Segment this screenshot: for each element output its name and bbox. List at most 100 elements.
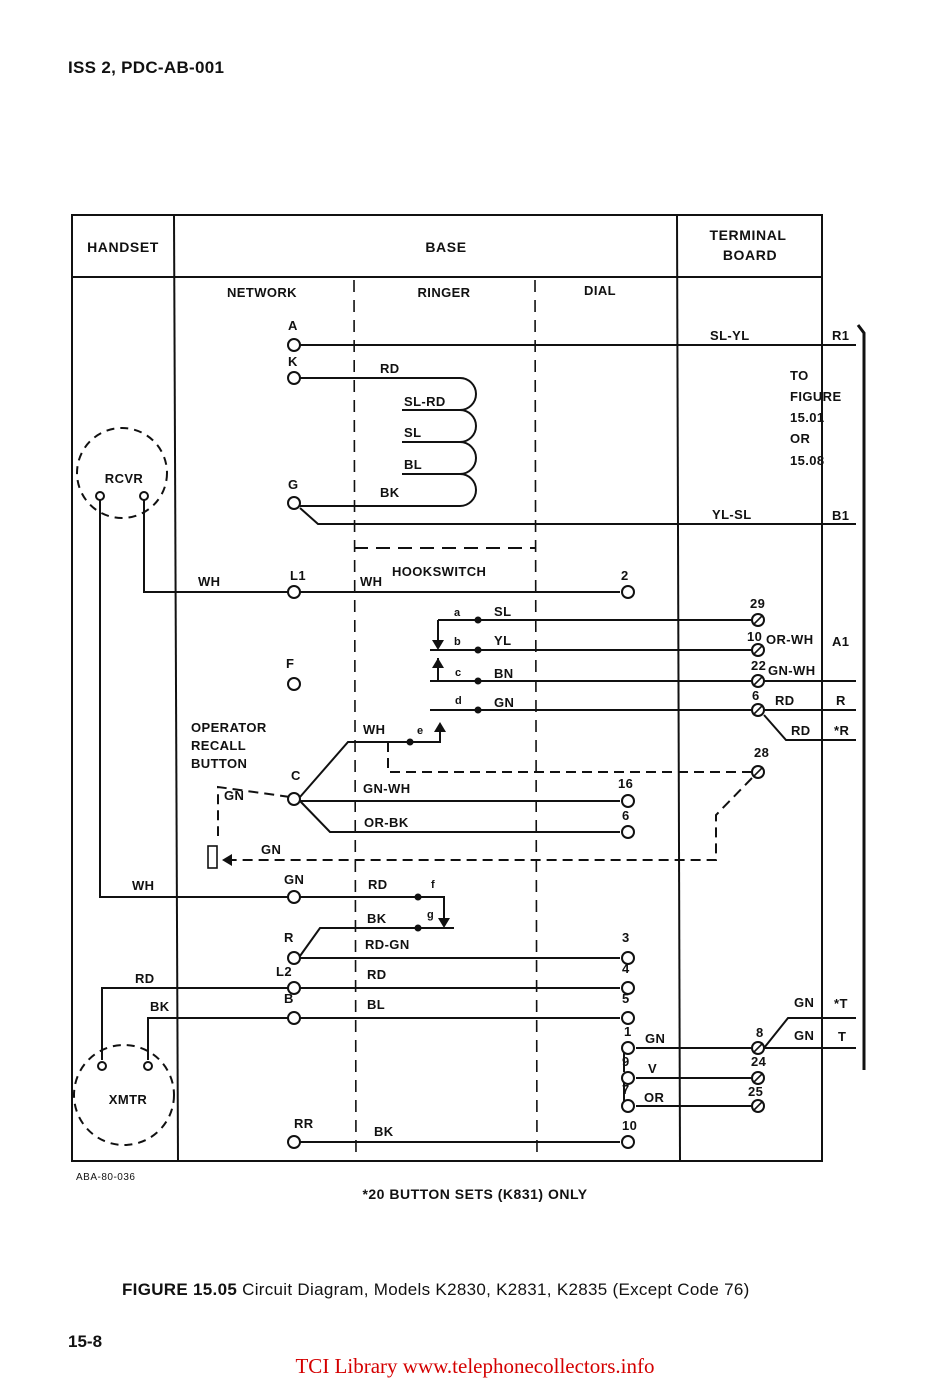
to-figure-2: FIGURE <box>790 389 842 404</box>
wire-gn-wh: GN-WH <box>363 781 411 796</box>
right-star-T: *T <box>834 996 848 1011</box>
contact-c: c <box>455 667 461 679</box>
section-terminal-1: TERMINAL <box>709 227 786 243</box>
figure-number: FIGURE 15.05 <box>122 1280 238 1299</box>
wire-rd-f: RD <box>368 877 388 892</box>
contact-f: f <box>431 879 435 891</box>
wire-bk-xmtr: BK <box>150 999 170 1014</box>
wire-bl-b: BL <box>367 997 385 1012</box>
wire-or-bk: OR-BK <box>364 815 409 830</box>
right-R1: R1 <box>832 328 849 343</box>
operator-label-1: OPERATOR <box>191 720 267 735</box>
section-network: NETWORK <box>227 285 297 300</box>
dial-16: 16 <box>618 776 633 791</box>
tb-8: 8 <box>756 1025 764 1040</box>
tb-wire-v: V <box>648 1061 657 1076</box>
dial-9: 9 <box>622 1054 630 1069</box>
right-B1: B1 <box>832 508 849 523</box>
tb-10: 10 <box>747 629 762 644</box>
tb-28: 28 <box>754 745 769 760</box>
figure-caption: FIGURE 15.05 Circuit Diagram, Models K28… <box>122 1280 750 1300</box>
receiver-symbol <box>76 427 168 519</box>
xmtr-label: XMTR <box>109 1092 148 1107</box>
to-figure-1: TO <box>790 368 809 383</box>
footnote: *20 BUTTON SETS (K831) ONLY <box>362 1186 588 1202</box>
section-terminal-2: BOARD <box>723 247 777 263</box>
term-A: A <box>288 318 298 333</box>
drawing-code: ABA-80-036 <box>76 1172 136 1183</box>
contact-b: b <box>454 636 461 648</box>
footer-link[interactable]: TCI Library www.telephonecollectors.info <box>295 1354 655 1378</box>
tb-wire-or: OR <box>644 1090 665 1105</box>
dial-1: 1 <box>624 1024 632 1039</box>
contact-a: a <box>454 607 461 619</box>
diagram-frame <box>71 214 823 1162</box>
hookswitch-label: HOOKSWITCH <box>392 564 486 579</box>
term-L2: L2 <box>276 964 292 979</box>
tb-wire-or-wh: OR-WH <box>766 632 814 647</box>
dial-10: 10 <box>622 1118 637 1133</box>
right-A1: A1 <box>832 634 849 649</box>
transmitter-symbol <box>73 1044 175 1146</box>
wire-sw-gn: GN <box>494 695 514 710</box>
to-figure-3: 15.01 <box>790 410 825 425</box>
tb-wire-gn3: GN <box>645 1031 665 1046</box>
dial-3: 3 <box>622 930 630 945</box>
wire-wh-rcvr: WH <box>198 574 220 589</box>
contact-e: e <box>417 725 423 737</box>
dial-4: 4 <box>622 961 630 976</box>
wire-bk-g: BK <box>380 485 400 500</box>
document-id: ISS 2, PDC-AB-001 <box>68 58 225 77</box>
to-figure-5: 15.08 <box>790 453 825 468</box>
tb-wire-gn-wh: GN-WH <box>768 663 816 678</box>
wire-wh-gn: WH <box>132 878 154 893</box>
operator-label-3: BUTTON <box>191 756 247 771</box>
wire-sw-bn: BN <box>494 666 514 681</box>
tb-wire-gn2: GN <box>794 1028 814 1043</box>
section-ringer: RINGER <box>418 285 471 300</box>
wire-rd-gn: RD-GN <box>365 937 410 952</box>
tb-wire-gn1: GN <box>794 995 814 1010</box>
wire-bl: BL <box>404 457 422 472</box>
tb-22: 22 <box>751 658 766 673</box>
tb-wire-rd2: RD <box>791 723 811 738</box>
wire-sw-yl: YL <box>494 633 511 648</box>
tb-6: 6 <box>752 688 760 703</box>
wire-sw-sl: SL <box>494 604 511 619</box>
wire-bk-g2: BK <box>367 911 387 926</box>
wire-rd-k: RD <box>380 361 400 376</box>
wire-bk-rr: BK <box>374 1124 394 1139</box>
term-RR: RR <box>294 1116 314 1131</box>
wire-sw-wh: WH <box>363 722 385 737</box>
term-L1: L1 <box>290 568 306 583</box>
wire-sl-rd: SL-RD <box>404 394 446 409</box>
figure-title: Circuit Diagram, Models K2830, K2831, K2… <box>242 1280 750 1299</box>
right-R: R <box>836 693 846 708</box>
page-number: 15-8 <box>68 1332 103 1351</box>
term-R: R <box>284 930 294 945</box>
wire-gn-arrow: GN <box>261 842 281 857</box>
term-F: F <box>286 656 294 671</box>
contact-d: d <box>455 695 462 707</box>
wire-rd-l2: RD <box>367 967 387 982</box>
dial-5: 5 <box>622 991 630 1006</box>
dial-6: 6 <box>622 808 630 823</box>
term-C: C <box>291 768 301 783</box>
operator-label-2: RECALL <box>191 738 246 753</box>
term-K: K <box>288 354 298 369</box>
tb-wire-rd1: RD <box>775 693 795 708</box>
contact-g: g <box>427 909 434 921</box>
term-B: B <box>284 991 294 1006</box>
dial-2: 2 <box>621 568 629 583</box>
wire-sl: SL <box>404 425 421 440</box>
tb-29: 29 <box>750 596 765 611</box>
right-T: T <box>838 1029 846 1044</box>
term-GN: GN <box>284 872 304 887</box>
section-base: BASE <box>425 239 466 255</box>
right-star-R: *R <box>834 723 849 738</box>
term-G: G <box>288 477 299 492</box>
section-dial: DIAL <box>584 283 616 298</box>
dial-7: 7 <box>622 1082 630 1097</box>
tb-25: 25 <box>748 1084 763 1099</box>
wire-wh-l1: WH <box>360 574 382 589</box>
